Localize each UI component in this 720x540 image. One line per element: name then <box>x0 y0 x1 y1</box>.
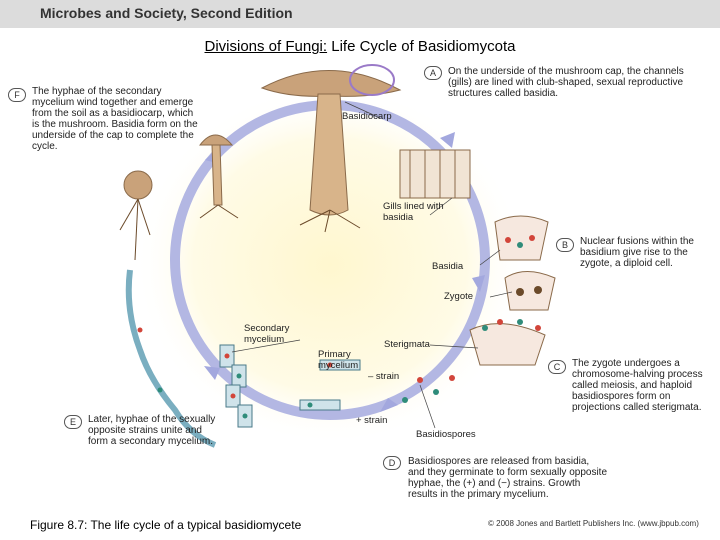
primary-mycelium-illustration <box>299 359 361 411</box>
basidiospores-illustration <box>402 375 455 403</box>
label-zygote: Zygote <box>444 291 474 302</box>
book-title: Microbes and Society, Second Edition <box>40 5 293 21</box>
basidiocarp-illustration <box>260 64 402 233</box>
secondary-mycelium-illustration <box>219 344 253 428</box>
step-c-text: The zygote undergoes a chromosome-halvin… <box>572 358 703 413</box>
label-basidiocarp: Basidiocarp <box>342 111 392 122</box>
cycle-arrow-d <box>204 366 220 380</box>
step-b-badge: B <box>556 238 574 252</box>
figure-caption: Figure 8.7: The life cycle of a typical … <box>30 518 302 532</box>
sterigmata-illustration <box>469 319 546 366</box>
header-bar: Microbes and Society, Second Edition <box>0 0 720 28</box>
copyright-notice: © 2008 Jones and Bartlett Publishers Inc… <box>488 519 699 528</box>
label-gills: Gills lined with basidia <box>383 201 444 223</box>
label-basidia: Basidia <box>432 261 464 272</box>
step-a-badge: A <box>424 66 442 80</box>
cycle-arrow-a <box>440 132 455 148</box>
label-sterigmata: Sterigmata <box>384 339 430 350</box>
label-primary-mycelium: Primary mycelium <box>318 349 359 371</box>
step-c-badge: C <box>548 360 566 374</box>
life-cycle-diagram: A On the underside of the mushroom cap, … <box>0 60 720 530</box>
basidia-illustration <box>494 215 549 261</box>
slide-title: Divisions of Fungi: Life Cycle of Basidi… <box>0 38 720 55</box>
step-d-badge: D <box>383 456 401 470</box>
label-secondary-mycelium: Secondary mycelium <box>244 323 290 345</box>
button-mushroom-illustration <box>119 170 153 261</box>
step-e-text: Later, hyphae of the sexually opposite s… <box>88 414 216 447</box>
cycle-arrow-c <box>380 398 398 412</box>
label-plus-strain: + strain <box>356 415 388 426</box>
title-topic: Divisions of Fungi: <box>204 38 328 55</box>
young-mushroom-illustration <box>198 134 239 219</box>
leader-lines <box>231 101 513 429</box>
diagram-canvas <box>119 64 556 448</box>
step-f-badge: F <box>8 88 26 102</box>
cycle-arrow-b <box>472 275 485 292</box>
step-d-text: Basidiospores are released from basidia,… <box>408 456 607 500</box>
label-minus-strain: – strain <box>368 371 400 382</box>
step-a-text: On the underside of the mushroom cap, th… <box>448 66 684 99</box>
gills-illustration <box>399 149 471 199</box>
label-basidiospores: Basidiospores <box>416 429 476 440</box>
step-e-badge: E <box>64 415 82 429</box>
zygote-illustration <box>504 271 556 311</box>
step-f-text: The hyphae of the secondary mycelium win… <box>32 86 198 152</box>
step-b-text: Nuclear fusions within the basidium give… <box>580 236 694 269</box>
hyphae-strand-illustration <box>125 269 217 448</box>
title-subtopic: Life Cycle of Basidiomycota <box>327 38 516 55</box>
